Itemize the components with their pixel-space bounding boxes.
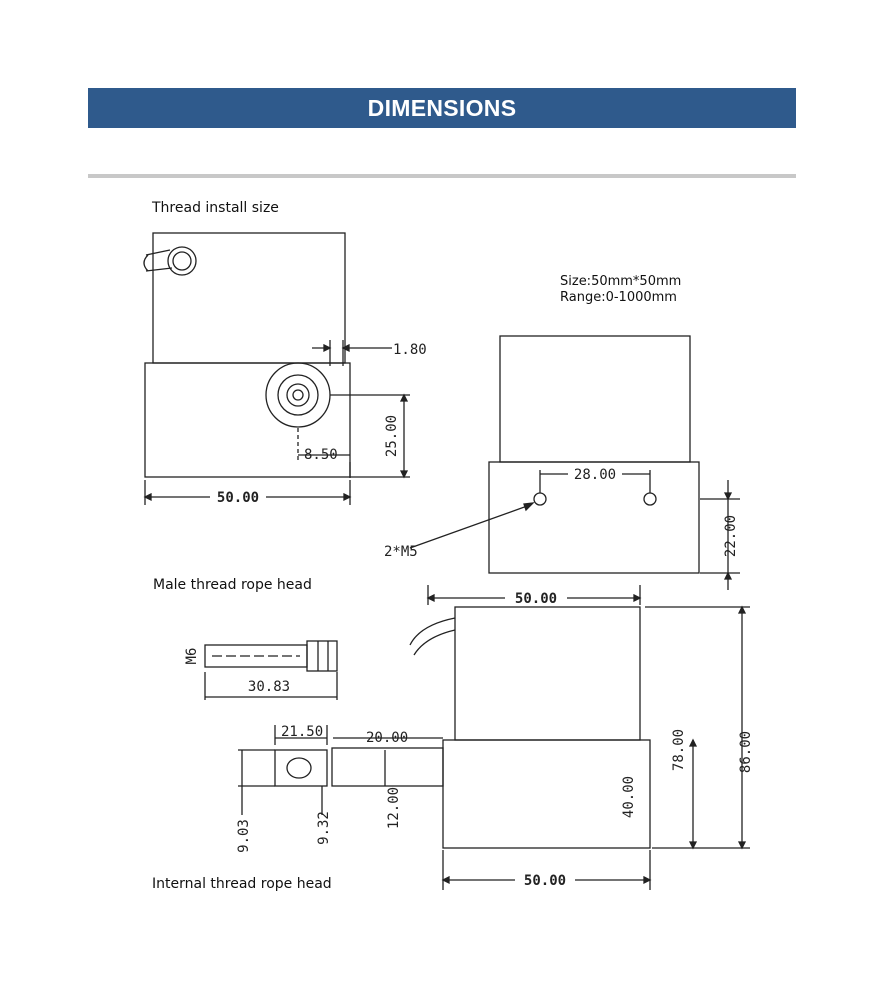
view-male-thread [204, 640, 338, 700]
rope-outlet [331, 747, 444, 787]
caption-thread-install: Thread install size [152, 200, 279, 216]
cable-icon [145, 249, 173, 272]
dim-50-00-lower: 50.00 [524, 873, 566, 889]
dim-12-00: 12.00 [386, 787, 402, 829]
spec-range: Range:0-1000mm [560, 290, 677, 305]
view-mounting-holes [409, 335, 740, 590]
dim-22-00: 22.00 [723, 515, 739, 557]
cable-icon [409, 617, 456, 656]
caption-male-thread: Male thread rope head [153, 577, 312, 593]
upper-body [499, 335, 691, 463]
label-2-m5: 2*M5 [384, 544, 418, 560]
lower-body [144, 362, 351, 478]
header-bar: DIMENSIONS [88, 88, 796, 128]
dimension-labels: 1.80 8.50 25.00 50.00 28.00 22.00 2*M5 M… [184, 342, 754, 889]
dim-50-00-upper: 50.00 [515, 591, 557, 607]
dim-86-00: 86.00 [738, 731, 754, 773]
rod-head [306, 640, 338, 672]
dim-50-00-top-left: 50.00 [217, 490, 259, 506]
outlet-ring-icon [265, 362, 331, 428]
cable-gland-icon [167, 246, 197, 276]
lower-body [488, 461, 700, 574]
view-thread-install [143, 232, 410, 505]
dim-20-00: 20.00 [366, 730, 408, 746]
page-title: DIMENSIONS [367, 94, 517, 121]
divider [88, 174, 796, 178]
lower-body [442, 739, 651, 849]
m5-hole-right-icon [643, 492, 657, 506]
dim-30-83: 30.83 [248, 679, 290, 695]
dim-8-50: 8.50 [304, 447, 338, 463]
m5-hole-left-icon [533, 492, 547, 506]
dim-1-80: 1.80 [393, 342, 427, 358]
dim-78-00: 78.00 [671, 729, 687, 771]
view-full-side [238, 585, 750, 890]
dim-9-32: 9.32 [316, 811, 332, 845]
dim-21-50: 21.50 [281, 724, 323, 740]
spec-block: Size:50mm*50mm Range:0-1000mm [560, 274, 681, 306]
dim-9-03: 9.03 [236, 819, 252, 853]
caption-internal-thread: Internal thread rope head [152, 876, 332, 892]
label-m6: M6 [184, 648, 200, 665]
spec-size: Size:50mm*50mm [560, 274, 682, 289]
rope-head-block [274, 749, 328, 787]
upper-body [454, 606, 641, 741]
dim-25-00: 25.00 [384, 415, 400, 457]
rope-head-hole-icon [286, 757, 312, 779]
dim-40-00: 40.00 [621, 776, 637, 818]
dim-28-00: 28.00 [574, 467, 616, 483]
